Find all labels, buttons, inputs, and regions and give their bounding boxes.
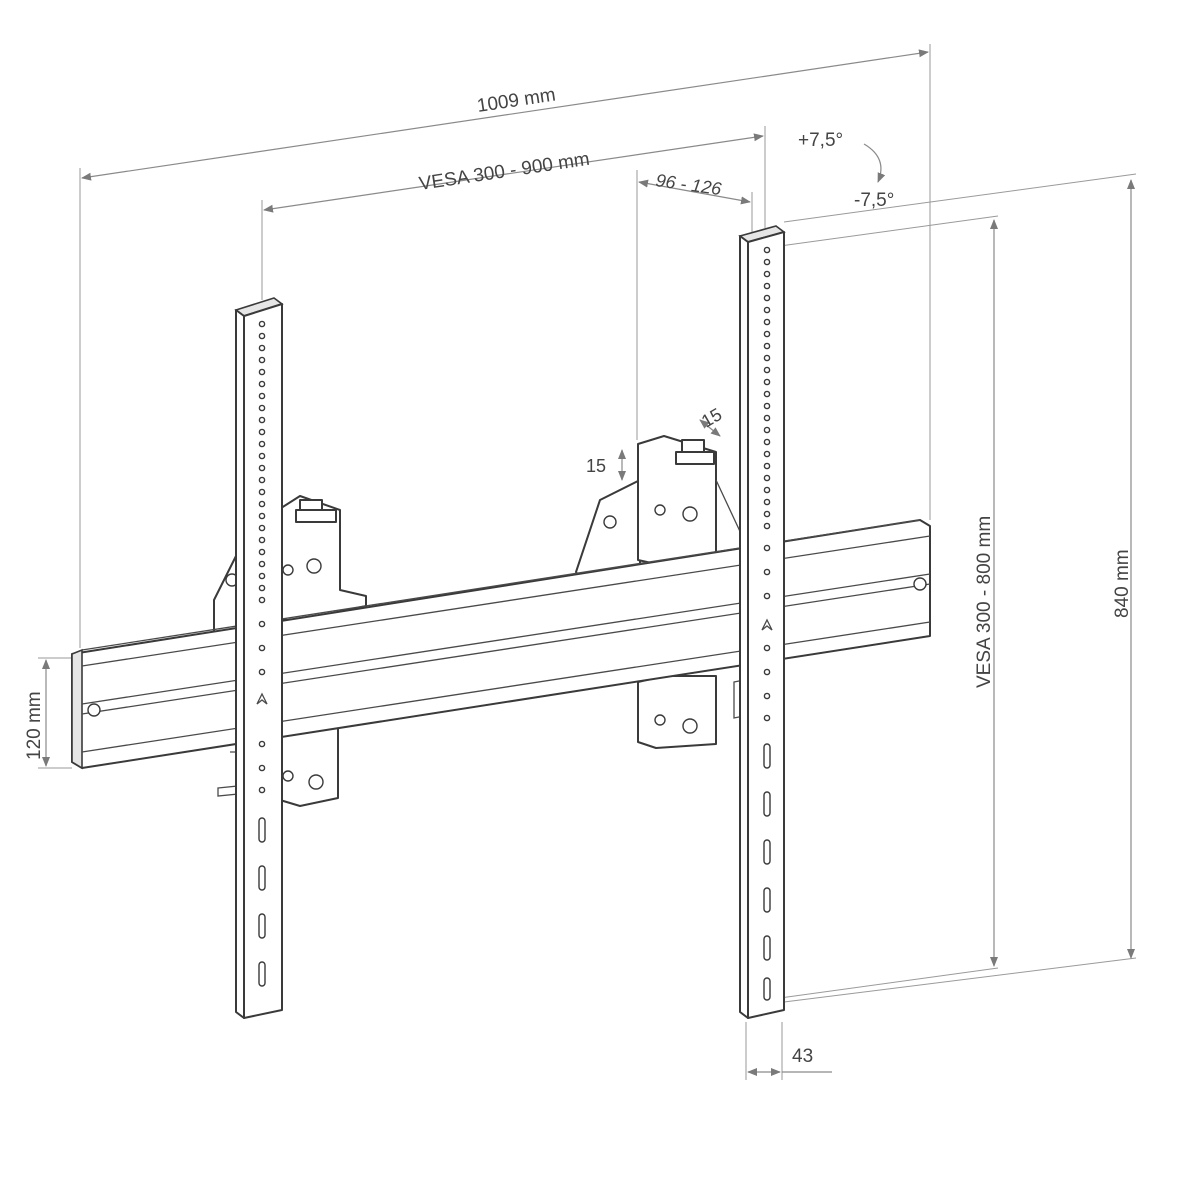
overall-height-label: 840 mm	[1112, 549, 1133, 618]
right-arm-slots	[763, 743, 771, 1001]
vesa-horizontal-label: VESA 300 - 900 mm	[418, 149, 591, 195]
horizontal-rail	[71, 519, 931, 770]
right-vertical-arm	[738, 225, 786, 1019]
tilt-down-label: -7,5°	[854, 190, 894, 211]
right-arm-holes	[763, 246, 771, 722]
dimension-arm-width: 43	[745, 1022, 832, 1080]
dimension-bracket-offset: 96 - 126	[636, 170, 753, 440]
overall-width-label: 1009 mm	[476, 84, 557, 116]
left-arm-up-arrow-icon	[256, 692, 268, 705]
dimension-adjust-vertical: 15	[586, 449, 626, 481]
arm-width-label: 43	[792, 1046, 813, 1067]
rail-height-label: 120 mm	[24, 691, 45, 760]
tilt-indicator: +7,5° -7,5°	[798, 130, 894, 211]
left-arm-holes	[258, 320, 266, 794]
right-arm-up-arrow-icon	[761, 618, 773, 631]
adjust-depth-label: 15	[698, 404, 725, 431]
dimension-overall-height: 840 mm	[783, 173, 1137, 1003]
rail-left-screw-icon	[87, 703, 101, 717]
adjust-vertical-label: 15	[586, 456, 606, 476]
dimension-vesa-vertical: VESA 300 - 800 mm	[779, 215, 999, 999]
dimension-adjust-depth: 15	[698, 404, 725, 437]
bracket-offset-label: 96 - 126	[654, 170, 723, 199]
rail-right-screw-icon	[913, 577, 927, 591]
tilt-up-label: +7,5°	[798, 130, 843, 151]
dimension-vesa-horizontal: VESA 300 - 900 mm	[261, 126, 766, 300]
tilt-arrow-icon	[863, 143, 886, 183]
vesa-vertical-label: VESA 300 - 800 mm	[974, 516, 995, 688]
left-vertical-arm	[234, 297, 284, 1019]
dimension-rail-height: 120 mm	[24, 657, 72, 769]
left-arm-slots	[258, 817, 266, 987]
